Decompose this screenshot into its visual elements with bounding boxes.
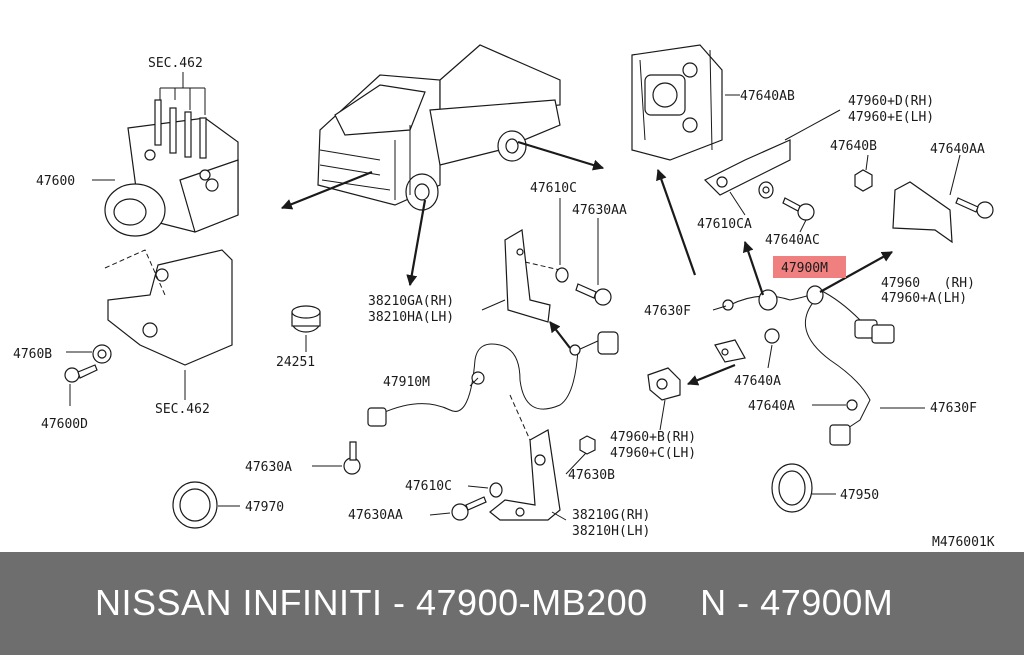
truck-illustration xyxy=(317,44,561,211)
leader-lines xyxy=(66,94,961,521)
label-47630a: 47630A xyxy=(245,460,292,475)
bracket-38210g xyxy=(489,394,561,521)
label-47630b: 47630B xyxy=(568,468,615,483)
brake-caliper-detail-illustration xyxy=(631,44,723,161)
label-47640ac: 47640AC xyxy=(765,233,820,248)
washer-47640ab xyxy=(758,181,774,199)
clip-47630f xyxy=(714,339,746,363)
bolt-47640aa-right xyxy=(955,197,994,219)
label-38210g: 38210G(RH) xyxy=(572,508,650,523)
bracket-47960 xyxy=(892,181,953,244)
label-38210ga: 38210GA(RH) xyxy=(368,294,454,309)
label-47600: 47600 xyxy=(36,174,75,189)
drawing-code: M476001K xyxy=(932,535,995,550)
label-47640a-mid: 47640A xyxy=(734,374,781,389)
grommet-4760b xyxy=(92,344,112,364)
label-47610c-bottom: 47610C xyxy=(405,479,452,494)
parts-diagram: SEC.462 47600 4760B 47600D SEC.462 24251… xyxy=(13,44,995,550)
label-47960e: 47960+E(LH) xyxy=(848,110,934,125)
label-47630f-right: 47630F xyxy=(930,401,977,416)
highlight-47900m xyxy=(773,256,846,278)
washer-47610c-top xyxy=(555,267,569,283)
label-47600d: 47600D xyxy=(41,417,88,432)
part-labels: SEC.462 47600 4760B 47600D SEC.462 24251… xyxy=(13,56,995,550)
banner-text: NISSAN INFINITI - 47900-MB200 N - 47900M xyxy=(95,582,894,623)
label-24251: 24251 xyxy=(276,355,315,370)
bracket-38210ga xyxy=(504,229,561,323)
label-47640aa-right: 47640AA xyxy=(930,142,985,157)
label-47950: 47950 xyxy=(840,488,879,503)
label-47960: 47960 (RH) xyxy=(881,276,975,291)
abs-bracket-illustration xyxy=(104,249,233,366)
label-47640b: 47640B xyxy=(830,139,877,154)
grommet-24251 xyxy=(291,305,321,333)
bolt-47600d xyxy=(64,364,98,383)
label-47970: 47970 xyxy=(245,500,284,515)
label-47610ca: 47610CA xyxy=(697,217,752,232)
arrows xyxy=(280,140,893,386)
bolt-47640a-mid xyxy=(764,328,780,344)
label-47640ab: 47640AB xyxy=(740,89,795,104)
label-47960b: 47960+B(RH) xyxy=(610,430,696,445)
label-47960d: 47960+D(RH) xyxy=(848,94,934,109)
nut-47640b xyxy=(854,169,873,192)
label-47960c: 47960+C(LH) xyxy=(610,446,696,461)
bolt-47640ac xyxy=(782,197,815,221)
label-38210h: 38210H(LH) xyxy=(572,524,650,539)
washer-47610c-bottom xyxy=(489,482,503,498)
label-47640a-right: 47640A xyxy=(748,399,795,414)
abs-actuator-illustration xyxy=(104,72,239,237)
seal-47970 xyxy=(172,481,218,529)
label-47610c-top: 47610C xyxy=(530,181,577,196)
label-47900m: 47900M xyxy=(781,261,828,276)
bracket-47610ca xyxy=(703,139,791,196)
seal-47950 xyxy=(771,463,813,513)
label-47630aa-bottom: 47630AA xyxy=(348,508,403,523)
sensor-47910m xyxy=(367,331,619,427)
label-47630aa-top: 47630AA xyxy=(572,203,627,218)
bracket-47960b xyxy=(647,367,681,401)
bolt-47630aa-top xyxy=(575,283,612,306)
sensor-47900m xyxy=(722,285,895,446)
bolt-47630a xyxy=(343,441,361,475)
bolt-47640a-right xyxy=(846,399,858,411)
part-number-banner: NISSAN INFINITI - 47900-MB200 N - 47900M xyxy=(0,552,1024,655)
label-47960a: 47960+A(LH) xyxy=(881,291,967,306)
label-4760b: 4760B xyxy=(13,347,52,362)
bolt-47630aa-bottom xyxy=(451,496,487,521)
label-sec462-bottom: SEC.462 xyxy=(155,402,210,417)
label-sec462-top: SEC.462 xyxy=(148,56,203,71)
label-47630f-left: 47630F xyxy=(644,304,691,319)
label-38210ha: 38210HA(LH) xyxy=(368,310,454,325)
nut-47630b xyxy=(579,435,596,455)
label-47910m: 47910M xyxy=(383,375,430,390)
